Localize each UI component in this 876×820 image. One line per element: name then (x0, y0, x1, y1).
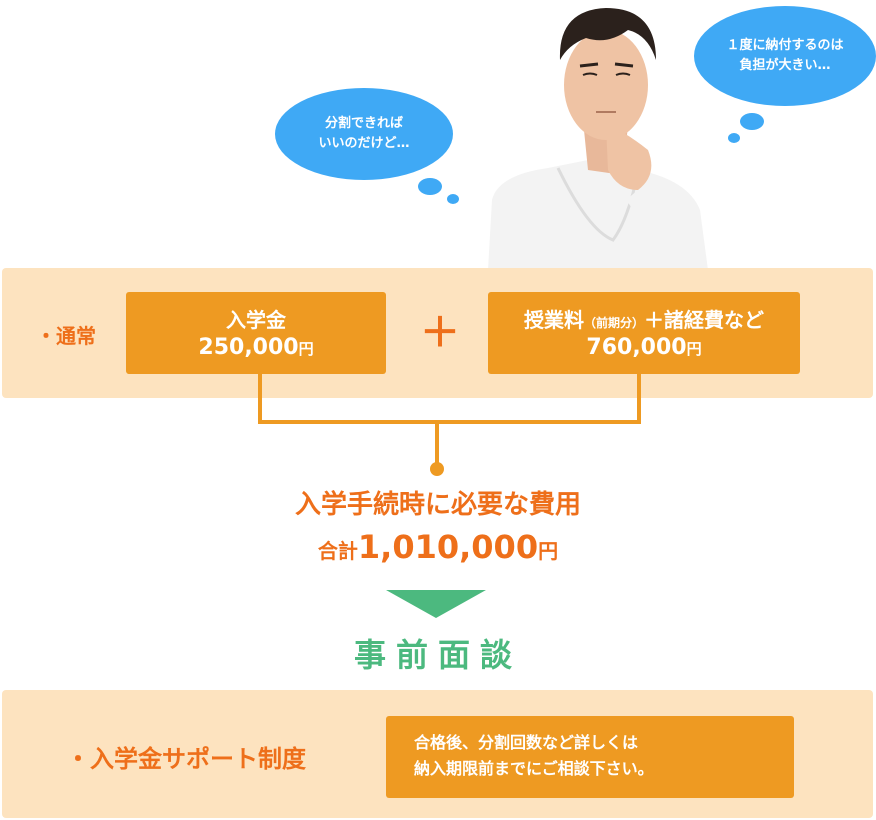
pre-consultation-label: 事前面談 (353, 636, 522, 674)
admission-fee-title: 入学金 (226, 308, 286, 332)
total-amount: 1,010,000 (357, 528, 539, 566)
bubble-left-dot-small (447, 194, 459, 204)
support-line2: 納入期限前までにご相談下さい。 (414, 759, 654, 778)
bubble-right-dot-small (728, 133, 740, 143)
admission-fee-box: 入学金 250,000円 (126, 292, 386, 374)
support-label: ・入学金サポート制度 (66, 745, 306, 773)
thinking-man-illustration (488, 0, 708, 270)
bubble-right-line2: 負担が大きい… (739, 58, 831, 73)
connector-right (637, 374, 641, 424)
thought-bubble-left: 分割できれば いいのだけど… (275, 88, 453, 180)
down-arrow-icon (386, 590, 486, 618)
connector-dot (430, 462, 444, 476)
thought-bubble-right: １度に納付するのは 負担が大きい… (694, 6, 876, 106)
normal-label: ・通常 (36, 324, 96, 348)
total-prefix: 合計 (317, 539, 358, 563)
support-info-box: 合格後、分割回数など詳しくは 納入期限前までにご相談下さい。 (386, 716, 794, 798)
plus-sign: ＋ (420, 310, 460, 356)
bubble-left-line1: 分割できれば (324, 116, 403, 131)
support-line1: 合格後、分割回数など詳しくは (414, 733, 639, 752)
tuition-fee-amount: 760,000 (586, 335, 687, 360)
bubble-right-dot-large (740, 113, 764, 130)
tuition-title-small: （前期分） (583, 316, 644, 330)
connector-center (435, 420, 439, 465)
total-line: 合計1,010,000円 (0, 528, 876, 566)
bubble-left-line2: いいのだけど… (318, 136, 410, 151)
tuition-title-rest: ＋諸経費など (644, 308, 764, 332)
total-heading: 入学手続時に必要な費用 (294, 490, 581, 520)
connector-horizontal (258, 420, 641, 424)
admission-fee-amount: 250,000 (198, 335, 299, 360)
total-unit: 円 (538, 539, 559, 563)
bubble-right-line1: １度に納付するのは (726, 38, 844, 53)
tuition-fee-unit: 円 (686, 340, 702, 358)
connector-left (258, 374, 262, 424)
tuition-fee-box: 授業料（前期分）＋諸経費など 760,000円 (488, 292, 800, 374)
tuition-title-main: 授業料 (523, 308, 584, 332)
admission-fee-unit: 円 (298, 340, 314, 358)
bubble-left-dot-large (418, 178, 442, 195)
